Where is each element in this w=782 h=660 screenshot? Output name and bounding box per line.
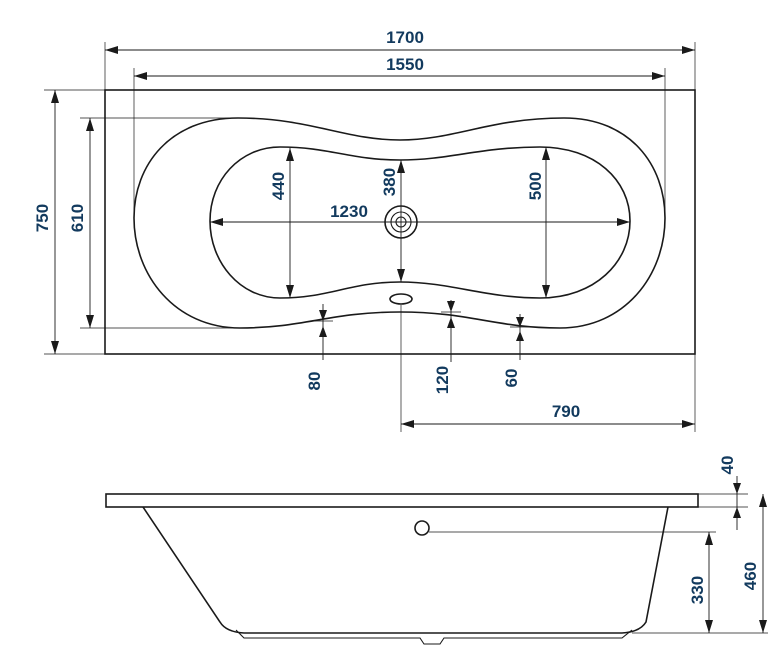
label-1700: 1700 xyxy=(386,28,424,47)
label-380: 380 xyxy=(380,168,399,196)
label-330: 330 xyxy=(688,576,707,604)
label-80: 80 xyxy=(305,372,324,391)
label-500: 500 xyxy=(526,172,545,200)
label-1230: 1230 xyxy=(330,202,368,221)
label-460: 460 xyxy=(741,562,760,590)
tub-basin-floor xyxy=(209,146,631,299)
label-40: 40 xyxy=(718,456,737,475)
label-610: 610 xyxy=(68,204,87,232)
tub-outer-rim xyxy=(104,89,696,355)
tub-side-feet xyxy=(235,629,633,645)
tub-side-rim xyxy=(105,493,699,508)
tub-side-body xyxy=(142,506,669,634)
side-view: 40 330 460 xyxy=(105,456,768,645)
label-60: 60 xyxy=(502,369,521,388)
label-750: 750 xyxy=(33,204,52,232)
label-790: 790 xyxy=(552,402,580,421)
label-120: 120 xyxy=(433,366,452,394)
overflow-hole-side xyxy=(414,520,430,536)
label-440: 440 xyxy=(269,172,288,200)
label-1550: 1550 xyxy=(386,55,424,74)
top-view: 1700 1550 750 610 1230 440 xyxy=(33,28,696,432)
tub-inner-shell xyxy=(133,117,666,329)
overflow-opening xyxy=(389,293,413,305)
